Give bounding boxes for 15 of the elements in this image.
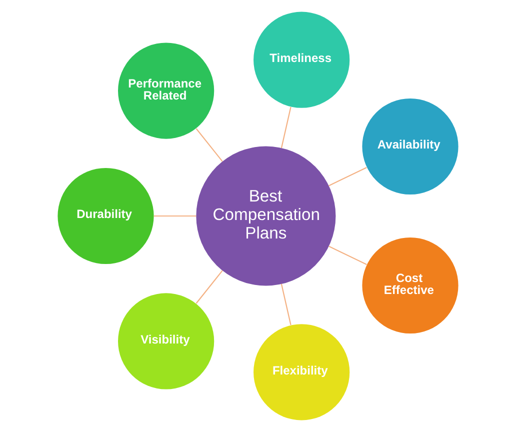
node-circle: Visibility <box>118 293 214 390</box>
connector <box>280 284 291 326</box>
connector <box>153 215 196 217</box>
node-circle: Durability <box>57 168 154 264</box>
node-circle: Timeliness <box>253 12 350 108</box>
connector <box>280 106 291 148</box>
node-circle: Best Compensation Plans <box>196 146 336 286</box>
connector <box>328 167 366 186</box>
node-circle: Flexibility <box>253 324 350 420</box>
connector <box>195 270 222 304</box>
connector <box>195 128 222 162</box>
node-circle: Performance Related <box>118 42 214 139</box>
node-circle: Availability <box>362 98 458 195</box>
node-circle: Cost Effective <box>362 237 458 334</box>
connector <box>328 246 366 265</box>
